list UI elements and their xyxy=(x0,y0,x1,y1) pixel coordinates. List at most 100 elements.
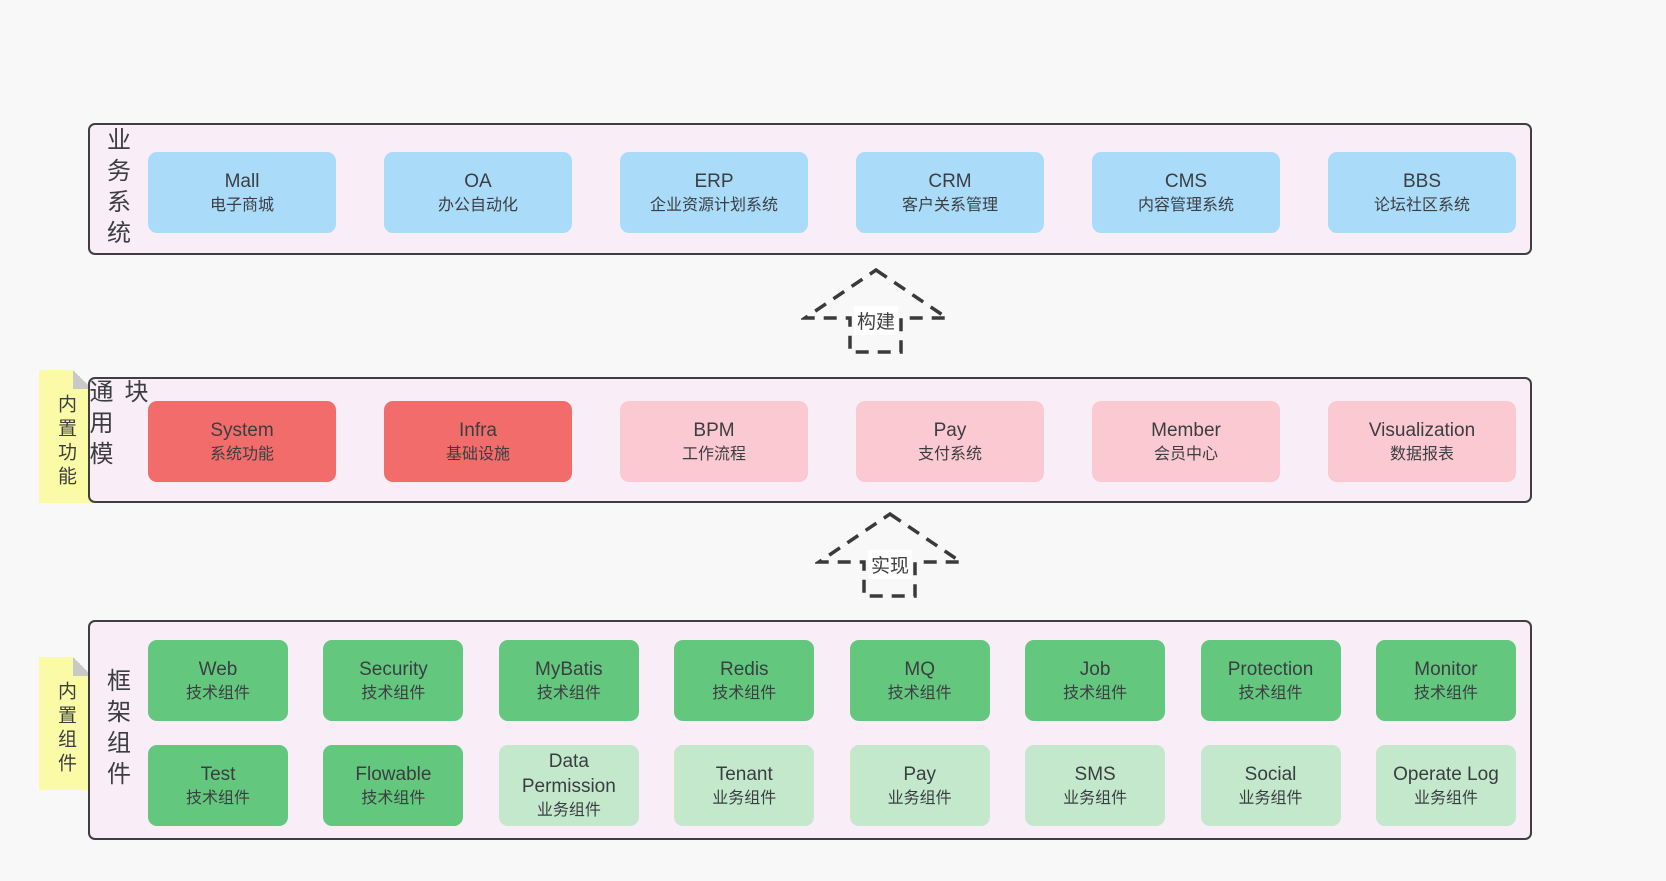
box-title: ERP xyxy=(694,170,734,192)
box-subtitle: 技术组件 xyxy=(1413,684,1478,702)
box-data-permission: Data Permission 业务组件 xyxy=(498,745,639,826)
framework-components-row-2: Test 技术组件 Flowable 技术组件 Data Permission … xyxy=(148,745,1516,826)
box-redis: Redis 技术组件 xyxy=(674,640,815,721)
box-infra: Infra 基础设施 xyxy=(384,401,572,482)
box-test: Test 技术组件 xyxy=(148,745,288,826)
box-title: Operate Log xyxy=(1393,763,1499,785)
layer-label-business-systems: 业务系统 xyxy=(102,127,130,251)
box-subtitle: 技术组件 xyxy=(887,684,952,702)
box-subtitle: 数据报表 xyxy=(1389,445,1454,463)
box-protection: Protection 技术组件 xyxy=(1200,640,1341,721)
box-title: CRM xyxy=(928,170,972,192)
box-subtitle: 技术组件 xyxy=(185,684,250,702)
business-systems-row: Mall 电子商城 OA 办公自动化 ERP 企业资源计划系统 CRM 客户关系… xyxy=(148,152,1516,233)
layer-business-systems: 业务系统 Mall 电子商城 OA 办公自动化 ERP 企业资源计划系统 CRM… xyxy=(88,123,1532,255)
box-pay-component: Pay 业务组件 xyxy=(849,745,990,826)
box-system: System 系统功能 xyxy=(148,401,336,482)
box-subtitle: 系统功能 xyxy=(209,445,274,463)
box-title: MyBatis xyxy=(535,658,603,680)
arrow-build: 构建 xyxy=(801,266,951,356)
box-title: Data Permission xyxy=(521,751,616,797)
box-subtitle: 技术组件 xyxy=(1238,684,1303,702)
box-oa: OA 办公自动化 xyxy=(384,152,572,233)
box-title: Pay xyxy=(903,763,937,785)
box-subtitle: 技术组件 xyxy=(361,789,426,807)
box-mall: Mall 电子商城 xyxy=(148,152,336,233)
box-title: Web xyxy=(198,658,238,680)
box-subtitle: 企业资源计划系统 xyxy=(649,196,778,214)
box-pay-module: Pay 支付系统 xyxy=(856,401,1044,482)
arrow-implement-label: 实现 xyxy=(867,550,913,579)
box-subtitle: 技术组件 xyxy=(536,684,601,702)
box-subtitle: 业务组件 xyxy=(1238,789,1303,807)
box-bpm: BPM 工作流程 xyxy=(620,401,808,482)
box-subtitle: 业务组件 xyxy=(887,789,952,807)
box-title: BPM xyxy=(693,419,735,441)
sticky-note-text: 内置功能 xyxy=(55,393,76,490)
box-mybatis: MyBatis 技术组件 xyxy=(498,640,639,721)
box-operate-log: Operate Log 业务组件 xyxy=(1375,745,1516,826)
box-subtitle: 办公自动化 xyxy=(437,196,518,214)
box-erp: ERP 企业资源计划系统 xyxy=(620,152,808,233)
box-security: Security 技术组件 xyxy=(323,640,464,721)
box-title: SMS xyxy=(1074,763,1116,785)
box-subtitle: 客户关系管理 xyxy=(901,196,998,214)
box-subtitle: 内容管理系统 xyxy=(1137,196,1234,214)
box-title: Mall xyxy=(224,170,260,192)
box-job: Job 技术组件 xyxy=(1025,640,1166,721)
sticky-note-built-in-functions: 内置功能 xyxy=(39,370,92,503)
layer-common-modules: 通用模块 System 系统功能 Infra 基础设施 BPM 工作流程 Pay… xyxy=(85,377,1532,503)
box-subtitle: 支付系统 xyxy=(917,445,982,463)
box-title: Job xyxy=(1079,658,1111,680)
box-title: Flowable xyxy=(355,763,432,785)
box-subtitle: 会员中心 xyxy=(1153,445,1218,463)
box-subtitle: 基础设施 xyxy=(445,445,510,463)
box-monitor: Monitor 技术组件 xyxy=(1375,640,1516,721)
box-title: OA xyxy=(464,170,492,192)
box-subtitle: 技术组件 xyxy=(1063,684,1128,702)
box-subtitle: 业务组件 xyxy=(712,789,777,807)
box-title: Security xyxy=(359,658,428,680)
box-subtitle: 业务组件 xyxy=(1063,789,1128,807)
box-flowable: Flowable 技术组件 xyxy=(323,745,464,826)
box-tenant: Tenant 业务组件 xyxy=(674,745,815,826)
box-subtitle: 业务组件 xyxy=(1413,789,1478,807)
box-social: Social 业务组件 xyxy=(1200,745,1341,826)
box-subtitle: 论坛社区系统 xyxy=(1373,196,1470,214)
box-sms: SMS 业务组件 xyxy=(1025,745,1166,826)
sticky-note-built-in-components: 内置组件 xyxy=(39,657,92,790)
box-title: Pay xyxy=(933,419,967,441)
box-title: Social xyxy=(1244,763,1297,785)
box-crm: CRM 客户关系管理 xyxy=(856,152,1044,233)
framework-components-row-1: Web 技术组件 Security 技术组件 MyBatis 技术组件 Redi… xyxy=(148,640,1516,721)
sticky-fold-corner-icon xyxy=(73,370,92,389)
box-web: Web 技术组件 xyxy=(148,640,288,721)
sticky-fold-corner-icon xyxy=(73,657,92,676)
box-title: Redis xyxy=(719,658,769,680)
box-title: Member xyxy=(1151,419,1221,441)
box-mq: MQ 技术组件 xyxy=(849,640,990,721)
sticky-note-text: 内置组件 xyxy=(55,680,76,777)
box-subtitle: 电子商城 xyxy=(209,196,274,214)
layer-label-framework-components: 框架组件 xyxy=(102,668,130,792)
box-title: System xyxy=(210,419,274,441)
box-subtitle: 技术组件 xyxy=(361,684,426,702)
box-cms: CMS 内容管理系统 xyxy=(1092,152,1280,233)
box-title: CMS xyxy=(1164,170,1208,192)
box-title: MQ xyxy=(904,658,935,680)
layer-label-common-modules: 通用模块 xyxy=(85,379,147,472)
arrow-build-label: 构建 xyxy=(853,306,899,335)
box-subtitle: 业务组件 xyxy=(536,802,601,819)
layer-framework-components: 框架组件 Web 技术组件 Security 技术组件 MyBatis 技术组件… xyxy=(88,620,1532,840)
box-title: Monitor xyxy=(1414,658,1478,680)
box-subtitle: 工作流程 xyxy=(681,445,746,463)
box-title: Infra xyxy=(458,419,498,441)
box-member: Member 会员中心 xyxy=(1092,401,1280,482)
box-subtitle: 技术组件 xyxy=(712,684,777,702)
box-bbs: BBS 论坛社区系统 xyxy=(1328,152,1516,233)
box-visualization: Visualization 数据报表 xyxy=(1328,401,1516,482)
box-title: BBS xyxy=(1402,170,1442,192)
box-subtitle: 技术组件 xyxy=(185,789,250,807)
box-title: Visualization xyxy=(1368,419,1476,441)
